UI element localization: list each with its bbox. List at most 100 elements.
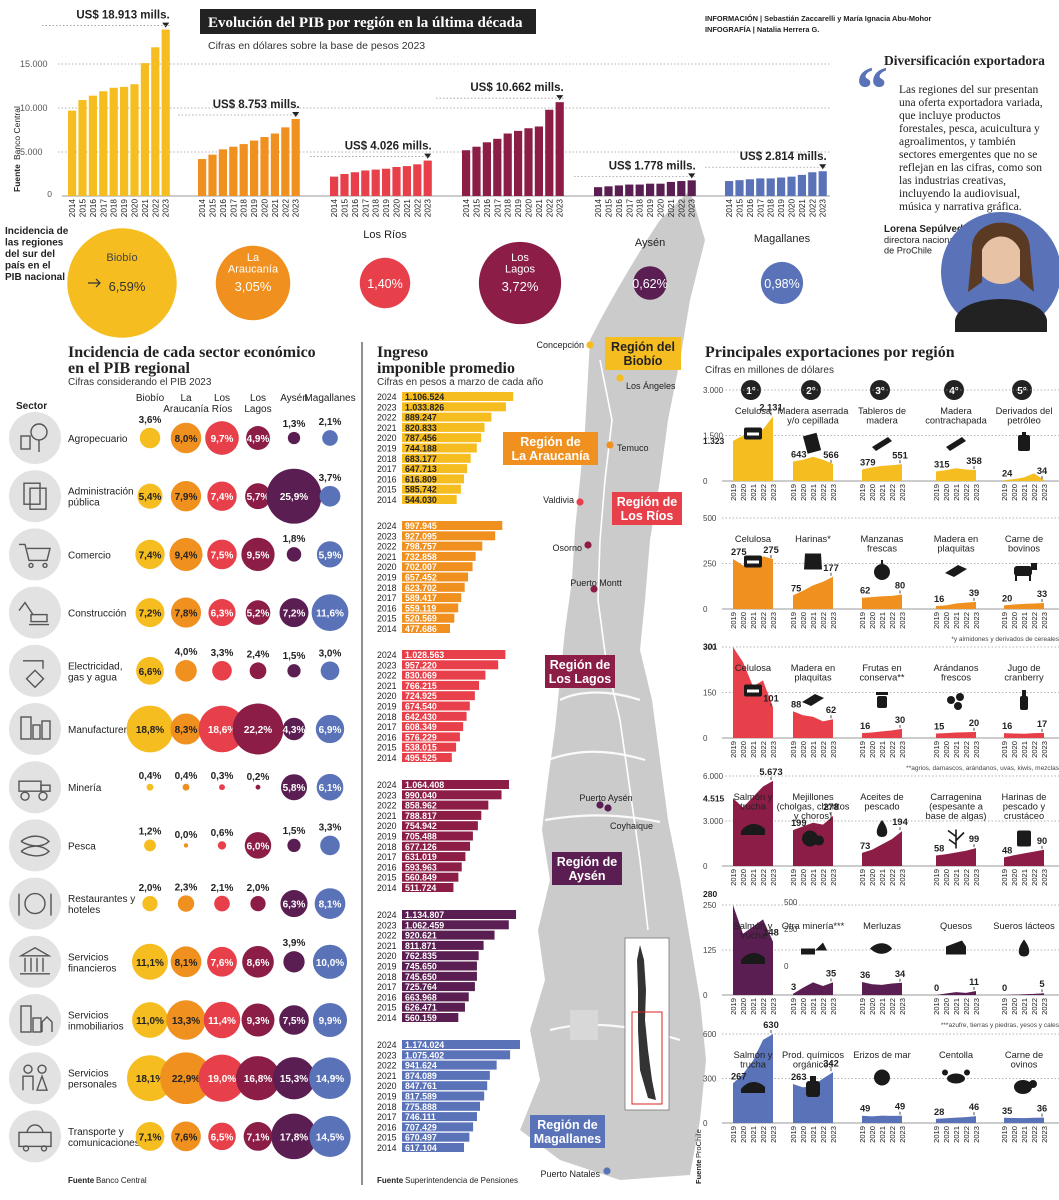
oil-cap <box>1022 432 1026 435</box>
export-area <box>936 991 976 995</box>
income-bar <box>402 940 484 950</box>
sector-value: 0,2% <box>247 772 270 783</box>
city-dot <box>616 374 624 382</box>
export-year-label: 2023 <box>1040 1126 1049 1143</box>
income-year-label: 2019 <box>377 573 397 583</box>
year-tick-label: 2021 <box>141 199 150 218</box>
doc-back <box>23 482 41 505</box>
export-footnote: *y almidones y derivados de cereales <box>951 636 1059 643</box>
export-year-label: 2021 <box>878 484 887 501</box>
pib-bar <box>677 181 686 196</box>
export-product-name: pescado <box>864 802 899 812</box>
person-body <box>22 1075 34 1091</box>
sector-label: Transporte y <box>68 1127 124 1138</box>
income-year-label: 2018 <box>377 972 397 982</box>
export-first-label: 75 <box>791 583 801 593</box>
income-bar <box>402 1112 477 1122</box>
mussel-icon <box>802 830 824 847</box>
income-bar <box>402 562 473 572</box>
sector-title: en el PIB regional <box>68 360 190 377</box>
export-last-label: 194 <box>892 817 908 827</box>
bubbles-title: país en el <box>5 261 51 272</box>
export-product-name: Arándanos <box>934 663 979 673</box>
year-tick-label: 2020 <box>261 199 270 218</box>
year-tick-label: 2018 <box>636 199 645 218</box>
sector-bubble <box>280 774 308 801</box>
income-year-label: 2024 <box>377 780 397 790</box>
export-year-label: 2019 <box>858 998 867 1015</box>
income-value: 511.724 <box>405 883 436 893</box>
sector-bubble <box>313 1003 347 1037</box>
year-tick-label: 2014 <box>68 199 77 218</box>
income-value: 576.229 <box>405 732 437 742</box>
export-year-label: 2022 <box>962 484 971 501</box>
sector-value: 3,9% <box>283 938 306 949</box>
export-year-label: 2021 <box>749 1126 758 1143</box>
city-dot <box>596 801 604 809</box>
sector-value: 5,4% <box>139 492 162 503</box>
boards <box>872 437 892 451</box>
rank-label: 1° <box>746 386 756 397</box>
quote-text: música y narrativa gráfica. <box>899 201 1022 213</box>
year-tick-label: 2015 <box>605 199 614 218</box>
income-bar <box>402 961 477 971</box>
sector-label: gas y agua <box>68 672 117 683</box>
city-label: Los Ángeles <box>626 381 676 391</box>
lumber <box>802 432 822 454</box>
pib-bar <box>109 87 118 196</box>
income-subtitle: Cifras en pesos a marzo de cada año <box>377 377 544 388</box>
mining-truck-icon <box>9 761 61 814</box>
income-year-label: 2017 <box>377 1112 397 1122</box>
sector-bubble <box>170 481 202 512</box>
export-product-name: Celulosa <box>735 406 772 416</box>
export-year-label: 2022 <box>962 998 971 1015</box>
city-dot <box>604 804 612 812</box>
sector-value: 2,0% <box>247 883 270 894</box>
people-icon <box>9 1052 61 1105</box>
mining-icon <box>801 942 827 955</box>
pib-bar <box>423 160 432 196</box>
avatar-shoulders <box>955 299 1047 332</box>
chart-subtitle: Cifras en dólares sobre la base de pesos… <box>208 40 425 52</box>
export-year-label: 2022 <box>1030 741 1039 758</box>
apple-icon <box>874 560 890 580</box>
export-year-label: 2022 <box>888 998 897 1015</box>
export-product-name: Madera aserrada <box>778 406 850 416</box>
region-map-label: Región del <box>611 340 675 354</box>
income-year-label: 2015 <box>377 614 397 624</box>
income-bar <box>402 650 506 659</box>
tap-pipe <box>23 660 44 669</box>
mussel <box>814 835 824 846</box>
income-value: 538.015 <box>405 743 437 753</box>
sector-value: 1,8% <box>283 534 306 545</box>
income-value: 754.942 <box>405 821 437 831</box>
export-first-label: 36 <box>860 970 870 980</box>
building-mid <box>32 1017 42 1033</box>
oil-can <box>1018 435 1030 451</box>
export-product-name: plaquitas <box>937 544 975 554</box>
income-value: 997.945 <box>405 521 437 531</box>
income-year-label: 2015 <box>377 873 397 883</box>
income-bar <box>402 841 471 851</box>
income-bar <box>402 951 479 961</box>
year-tick-label: 2019 <box>120 199 129 218</box>
export-year-label: 2019 <box>858 741 867 758</box>
pib-bar <box>270 133 279 196</box>
sector-value: 4,3% <box>283 725 306 736</box>
export-last-label: 35 <box>826 968 836 978</box>
plywood <box>946 437 966 451</box>
sector-bubble <box>135 539 165 570</box>
export-area <box>1004 473 1044 481</box>
income-bar <box>402 464 468 474</box>
income-year-label: 2020 <box>377 691 397 701</box>
export-year-label: 2022 <box>759 484 768 501</box>
year-tick-label: 2020 <box>131 199 140 218</box>
export-product-name: Mejillones <box>792 792 834 802</box>
peak-marker <box>292 111 300 117</box>
income-bar <box>402 670 486 680</box>
sector-bubble <box>316 773 344 801</box>
sector-value: 2,3% <box>175 882 198 893</box>
export-year-label: 2023 <box>898 741 907 758</box>
year-tick-label: 2018 <box>372 199 381 218</box>
pib-bar <box>120 86 129 196</box>
